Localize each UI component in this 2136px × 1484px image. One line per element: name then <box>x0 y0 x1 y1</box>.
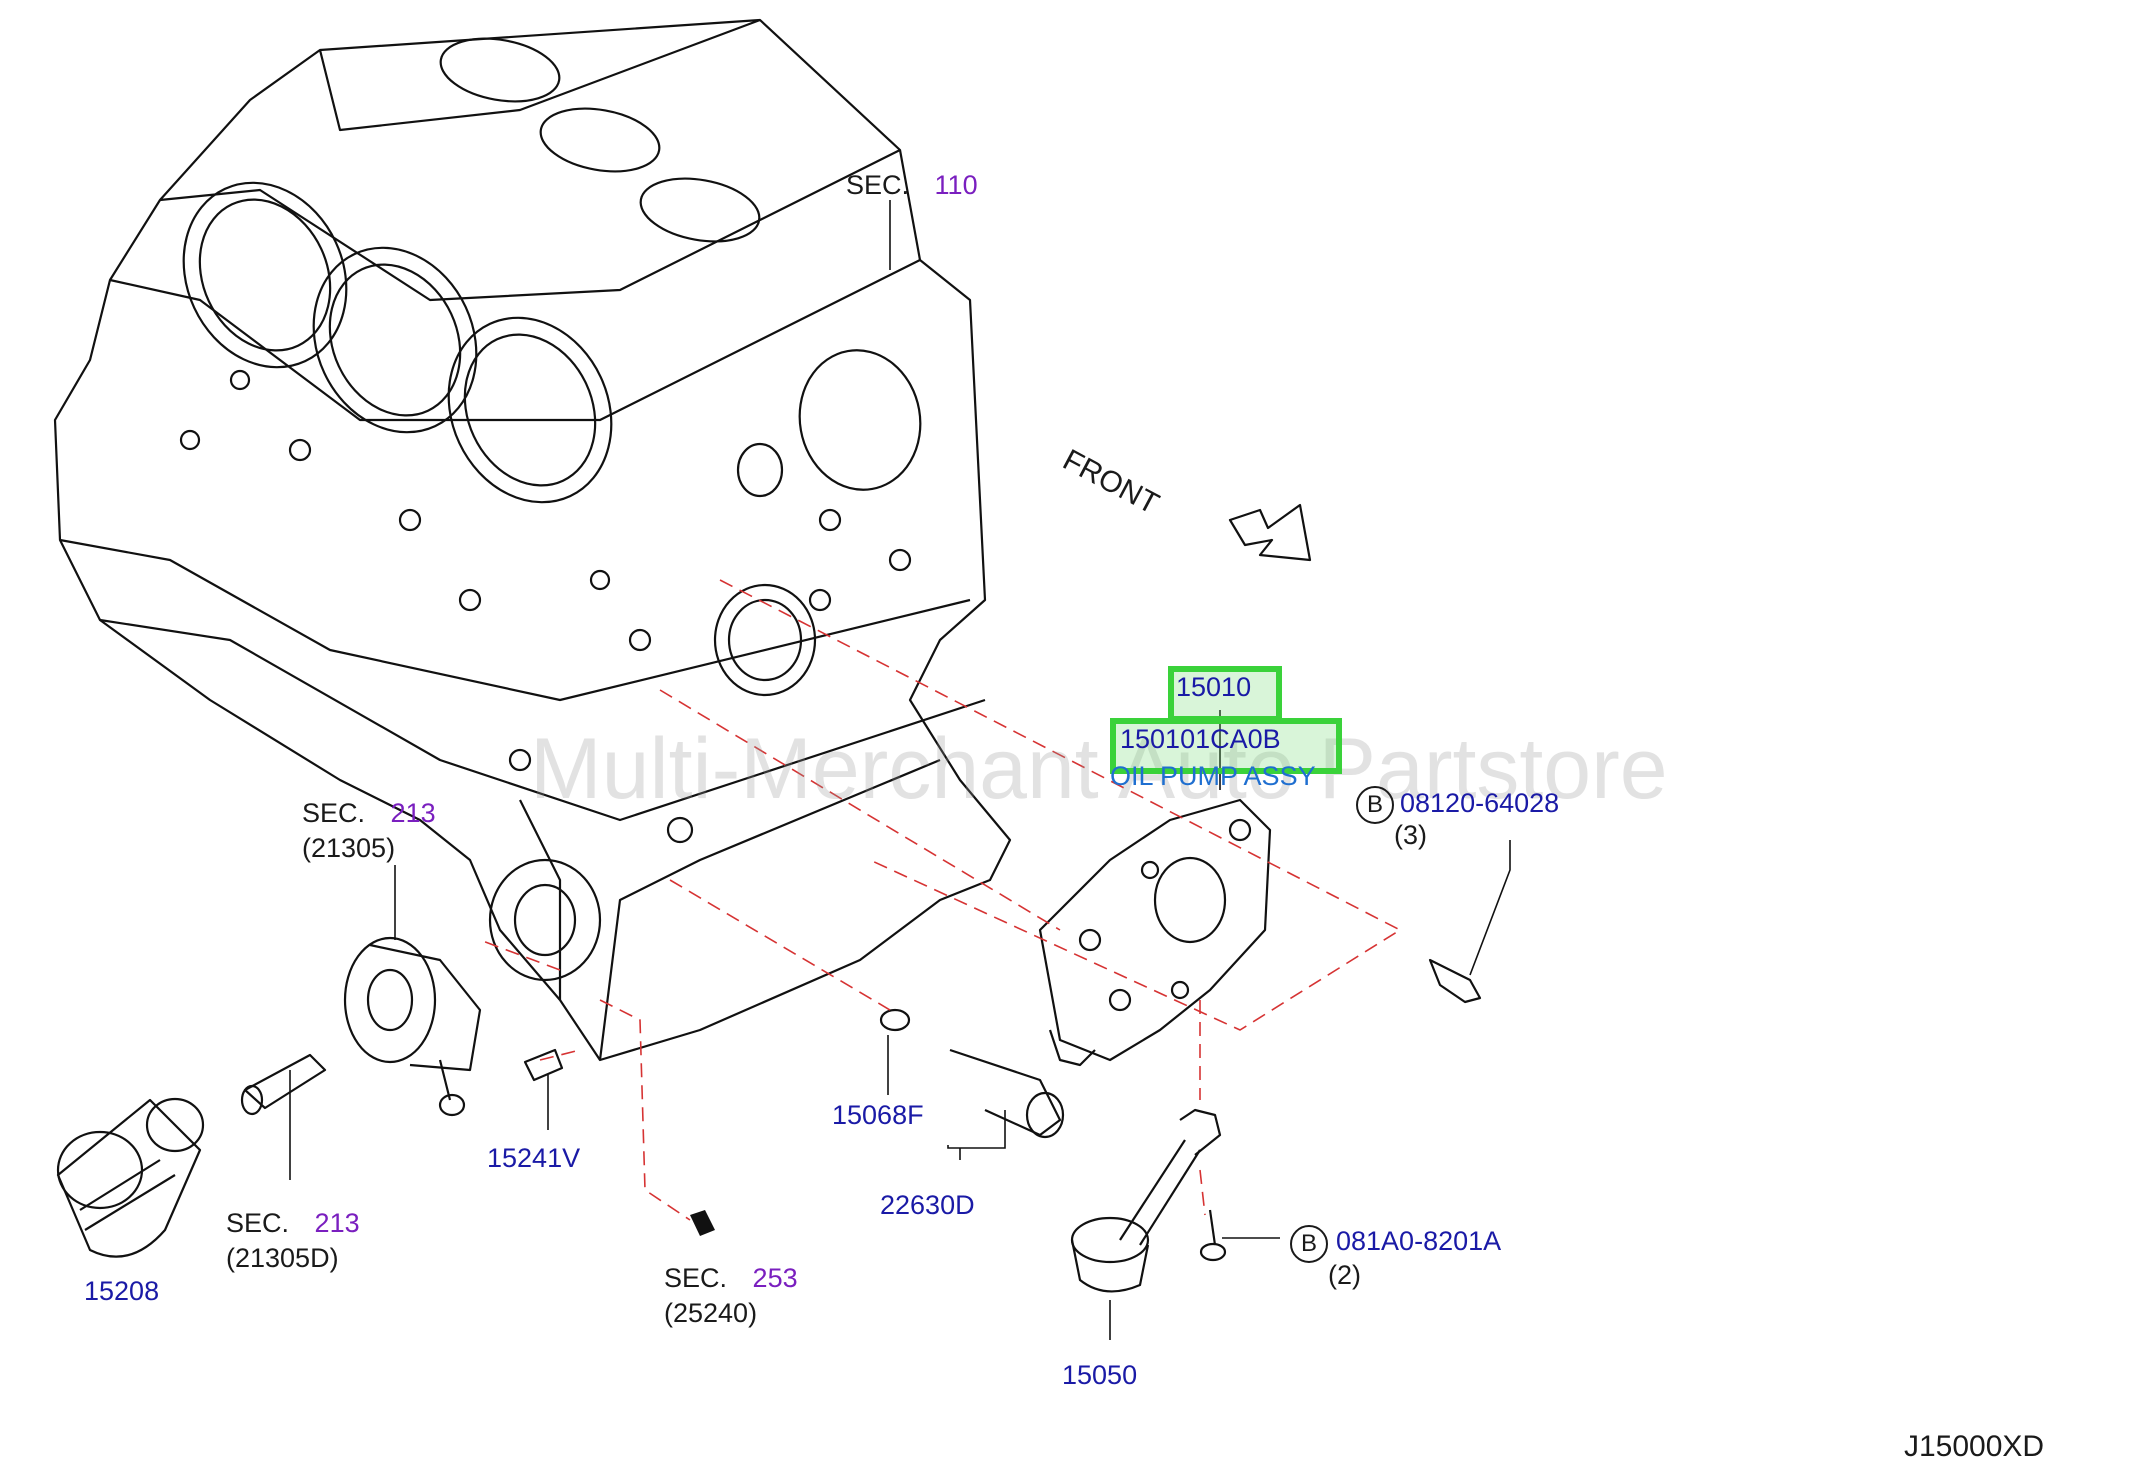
bolt-marker-b1: B <box>1356 786 1394 824</box>
sec-text: SEC. <box>846 170 910 200</box>
sec-text: SEC. <box>664 1263 728 1293</box>
sec-number[interactable]: 253 <box>752 1263 798 1293</box>
sec-253-label: SEC. 253 <box>664 1265 798 1292</box>
part-15050-label[interactable]: 15050 <box>1062 1360 1138 1390</box>
sec-213-ref: (21305) <box>302 833 396 863</box>
sec-253-arrow <box>690 1210 715 1236</box>
connector-part <box>240 1053 327 1116</box>
diagram-id: J15000XD <box>1904 1430 2045 1463</box>
highlight-15010 <box>1168 666 1282 722</box>
sec-number[interactable]: 213 <box>390 798 436 828</box>
sensor-part <box>949 1048 1065 1139</box>
engine-block <box>53 18 1012 1062</box>
part-22630D-label[interactable]: 22630D <box>880 1190 975 1220</box>
sec-number[interactable]: 110 <box>934 170 978 200</box>
plug-part <box>523 1048 564 1082</box>
sec-213d-label: SEC. 213 <box>226 1210 360 1237</box>
sec-213d-ref: (21305D) <box>226 1243 339 1273</box>
bolt-qty-2: (2) <box>1328 1260 1361 1290</box>
part-15208-label[interactable]: 15208 <box>84 1276 160 1306</box>
oil-pump-part <box>1038 798 1272 1067</box>
part-15068F-label[interactable]: 15068F <box>832 1100 924 1130</box>
sec-213-label: SEC. 213 <box>302 800 436 827</box>
part-081A0-8201A-label[interactable]: 081A0-8201A <box>1336 1226 1502 1256</box>
sec-number[interactable]: 213 <box>314 1208 360 1238</box>
sec-text: SEC. <box>302 798 366 828</box>
oil-strainer-part <box>1070 1108 1222 1293</box>
highlight-150101CA0B <box>1110 718 1342 774</box>
sec-110-label: SEC. 110 <box>846 172 978 199</box>
front-arrow <box>1228 503 1312 562</box>
bolt-marker-b2: B <box>1290 1225 1328 1263</box>
part-15010-label[interactable]: 15010 <box>1176 672 1252 702</box>
part-150101CA0B-label[interactable]: 150101CA0B <box>1120 724 1281 754</box>
bolt-part <box>1199 958 1482 1262</box>
oil-cooler-part <box>343 936 482 1117</box>
oil-pump-description: OIL PUMP ASSY <box>1110 761 1316 791</box>
part-15241V-label[interactable]: 15241V <box>487 1143 581 1173</box>
part-08120-64028-label[interactable]: 08120-64028 <box>1400 788 1560 818</box>
oil-filter-part <box>56 1097 205 1258</box>
sec-text: SEC. <box>226 1208 290 1238</box>
sec-253-ref: (25240) <box>664 1298 758 1328</box>
dashed-leader-lines <box>479 579 1402 1221</box>
bolt-qty-3: (3) <box>1394 820 1427 850</box>
watermark: Multi-Merchant Auto Partstore <box>530 721 1668 817</box>
washer-part <box>879 1008 911 1032</box>
